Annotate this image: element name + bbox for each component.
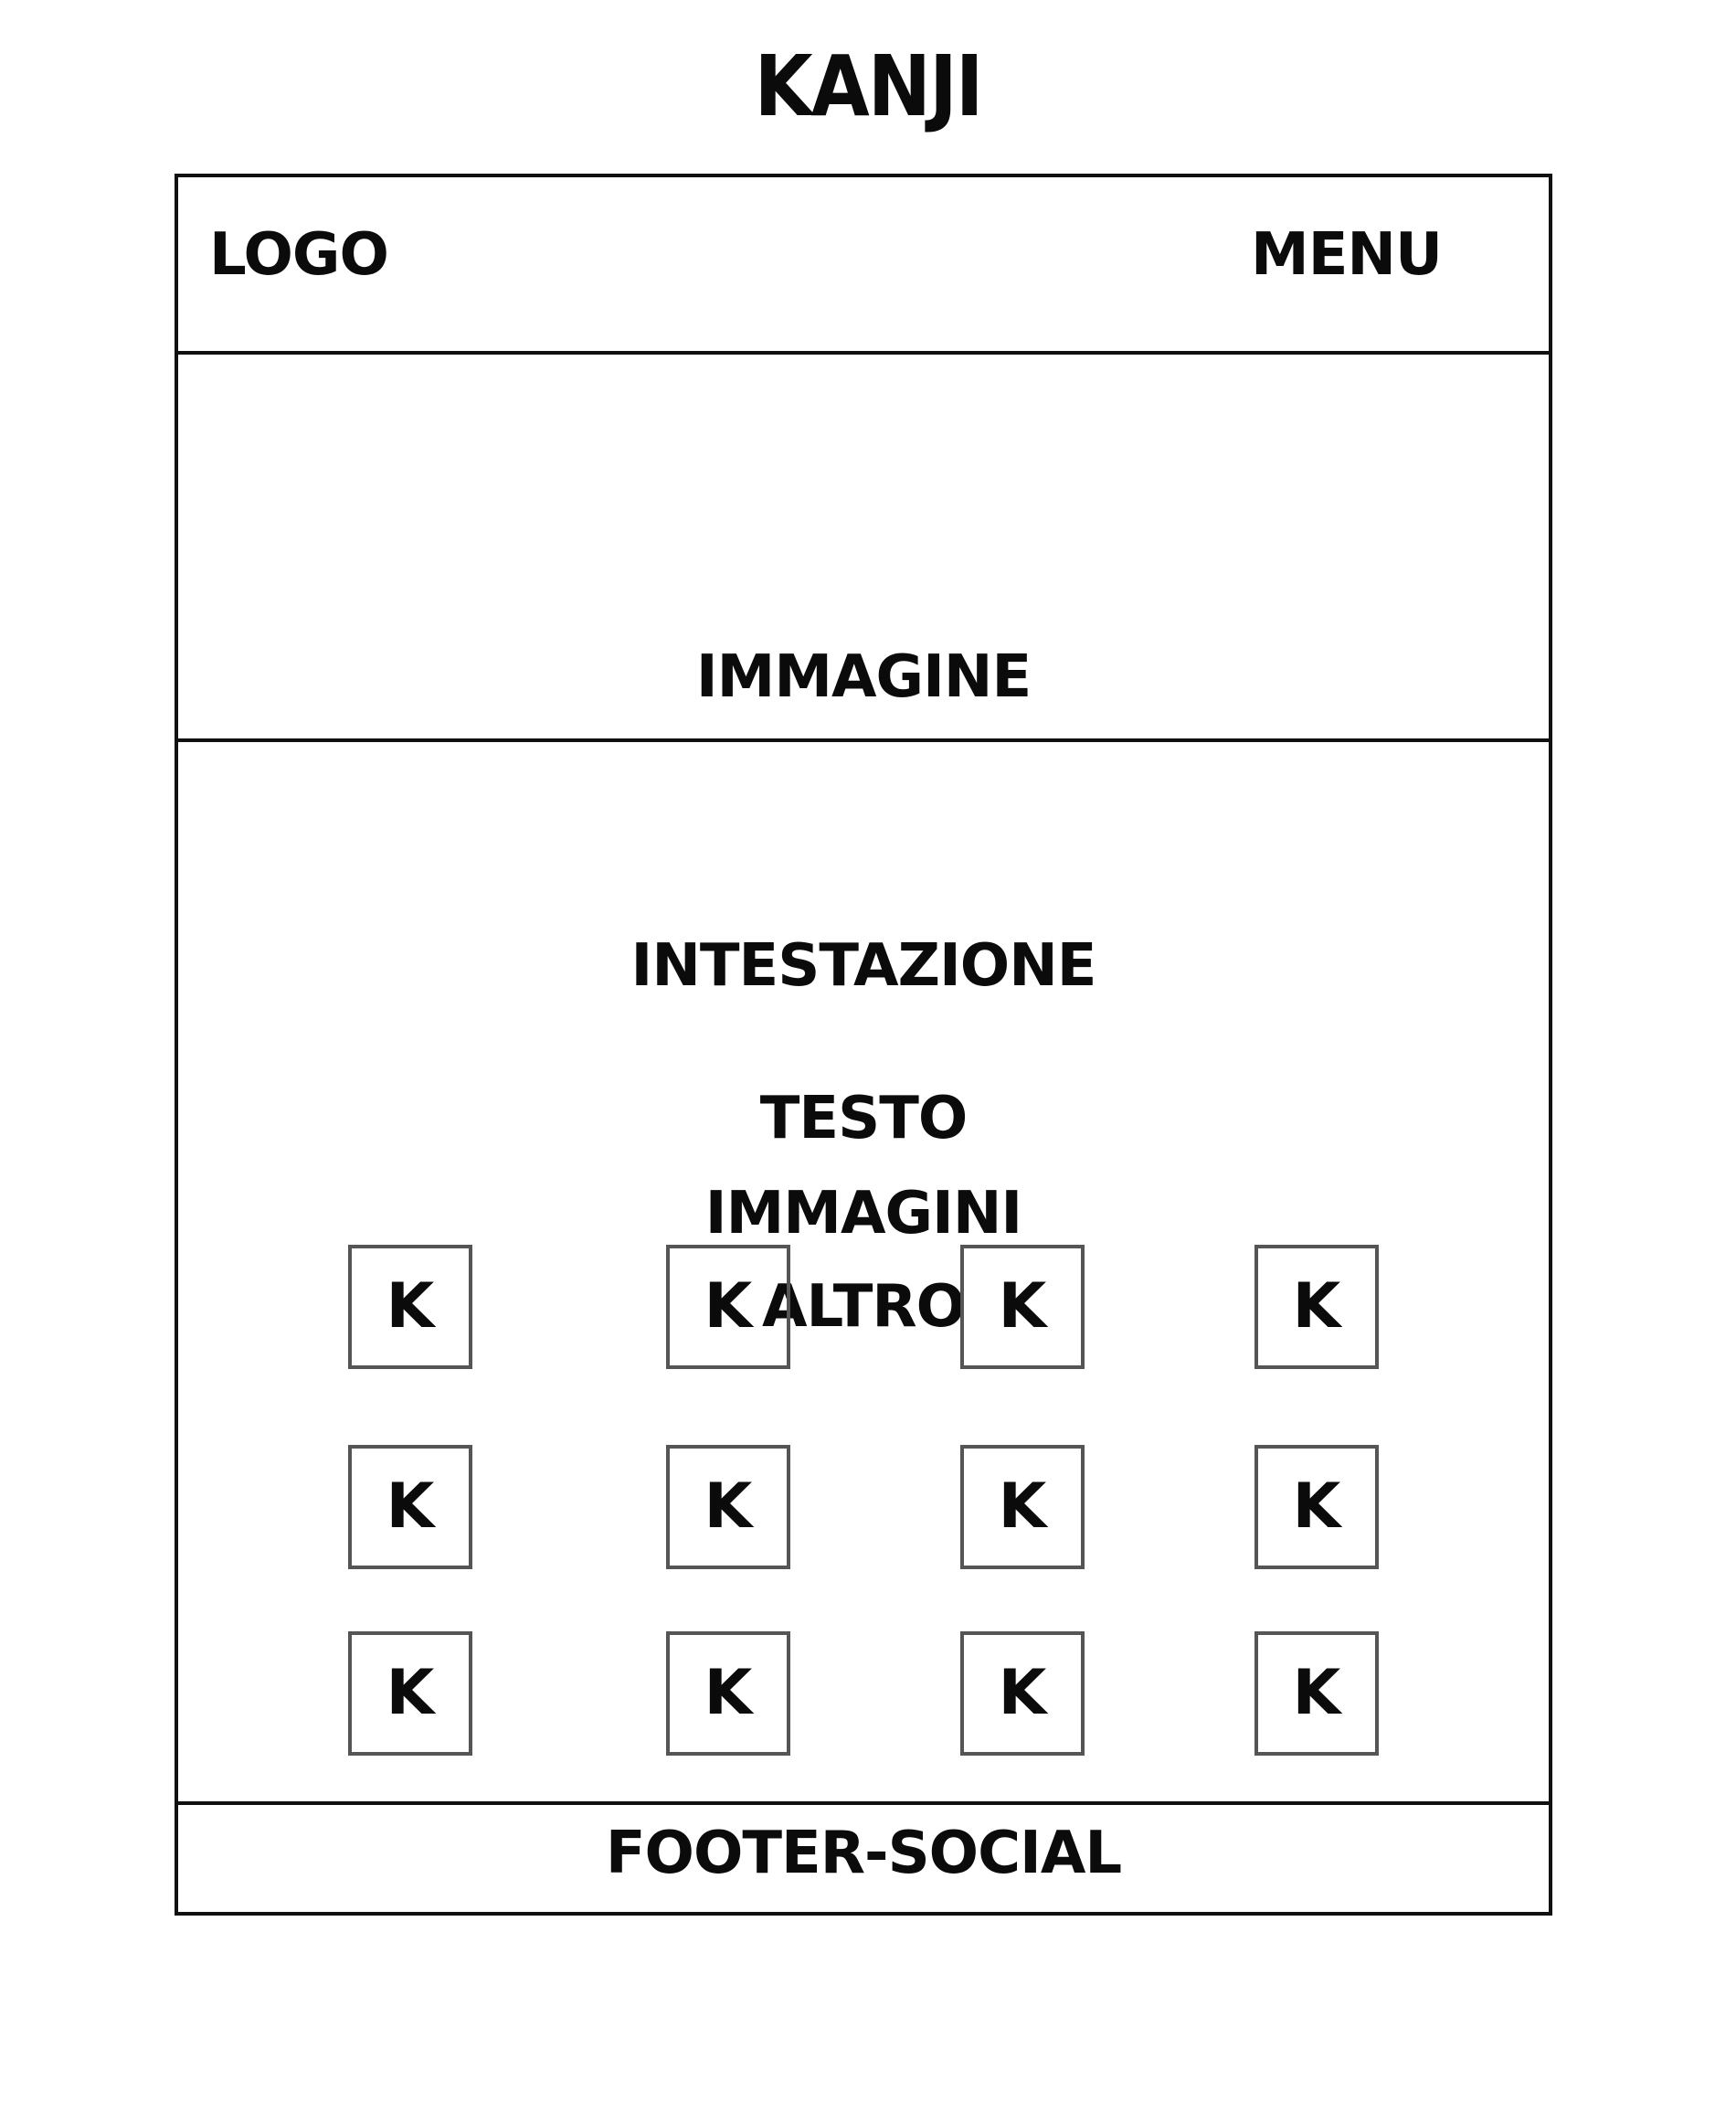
hero-divider [178, 738, 1549, 742]
kanji-tile[interactable]: K [960, 1631, 1085, 1756]
kanji-tile[interactable]: K [960, 1245, 1085, 1369]
kanji-tile[interactable]: K [1254, 1445, 1379, 1569]
kanji-tile[interactable]: K [1254, 1631, 1379, 1756]
header-divider [178, 351, 1549, 355]
footer-social-placeholder: FOOTER-SOCIAL [605, 1820, 1122, 1887]
kanji-tile[interactable]: K [348, 1445, 472, 1569]
menu-placeholder[interactable]: MENU [1251, 221, 1443, 289]
wireframe-frame: LOGO MENU IMMAGINE INTESTAZIONE TESTO IM… [175, 174, 1552, 1916]
logo-placeholder[interactable]: LOGO [209, 221, 389, 289]
hero-image-placeholder: IMMAGINE [695, 643, 1032, 711]
page-title: KANJI [754, 37, 983, 135]
section-heading: INTESTAZIONE [630, 932, 1097, 1000]
kanji-tile[interactable]: K [960, 1445, 1085, 1569]
footer-divider [178, 1801, 1549, 1805]
kanji-tile[interactable]: K [666, 1445, 790, 1569]
content-line-testo: TESTO [759, 1085, 969, 1152]
kanji-tile[interactable]: K [666, 1245, 790, 1369]
kanji-tile[interactable]: K [1254, 1245, 1379, 1369]
kanji-tile[interactable]: K [348, 1245, 472, 1369]
kanji-tile[interactable]: K [348, 1631, 472, 1756]
content-line-immagini: IMMAGINI [704, 1180, 1022, 1247]
content-line-altro: ALTRO [761, 1273, 966, 1341]
kanji-tile[interactable]: K [666, 1631, 790, 1756]
